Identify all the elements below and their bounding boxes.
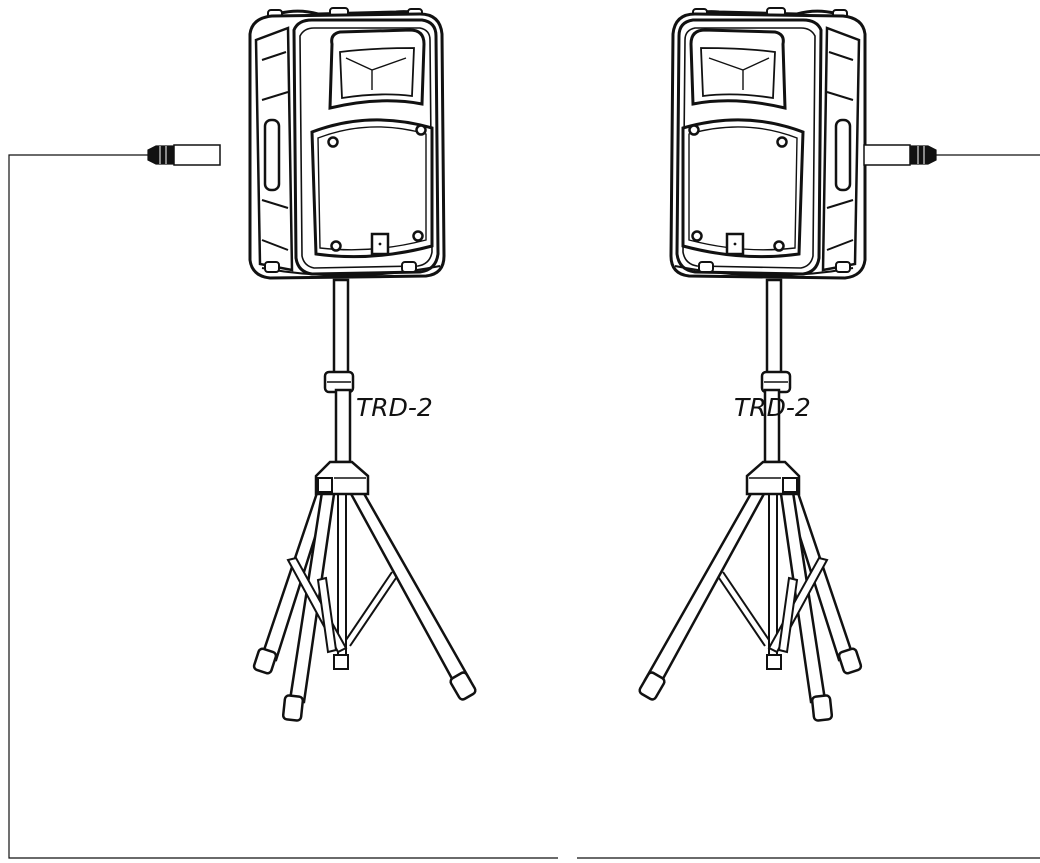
speaker-left-assembly — [248, 6, 479, 723]
stand-model-label-right: TRD-2 — [734, 393, 811, 422]
stand-model-label-left: TRD-2 — [356, 393, 433, 422]
xlr-connector-left-icon — [147, 144, 221, 166]
cable-left — [8, 154, 558, 859]
tripod-stand-icon — [251, 278, 479, 723]
speaker-icon — [669, 6, 867, 280]
speaker-icon — [248, 6, 446, 280]
tripod-stand-icon — [636, 278, 864, 723]
speaker-right-assembly — [636, 6, 867, 723]
xlr-connector-right-icon — [863, 144, 937, 166]
